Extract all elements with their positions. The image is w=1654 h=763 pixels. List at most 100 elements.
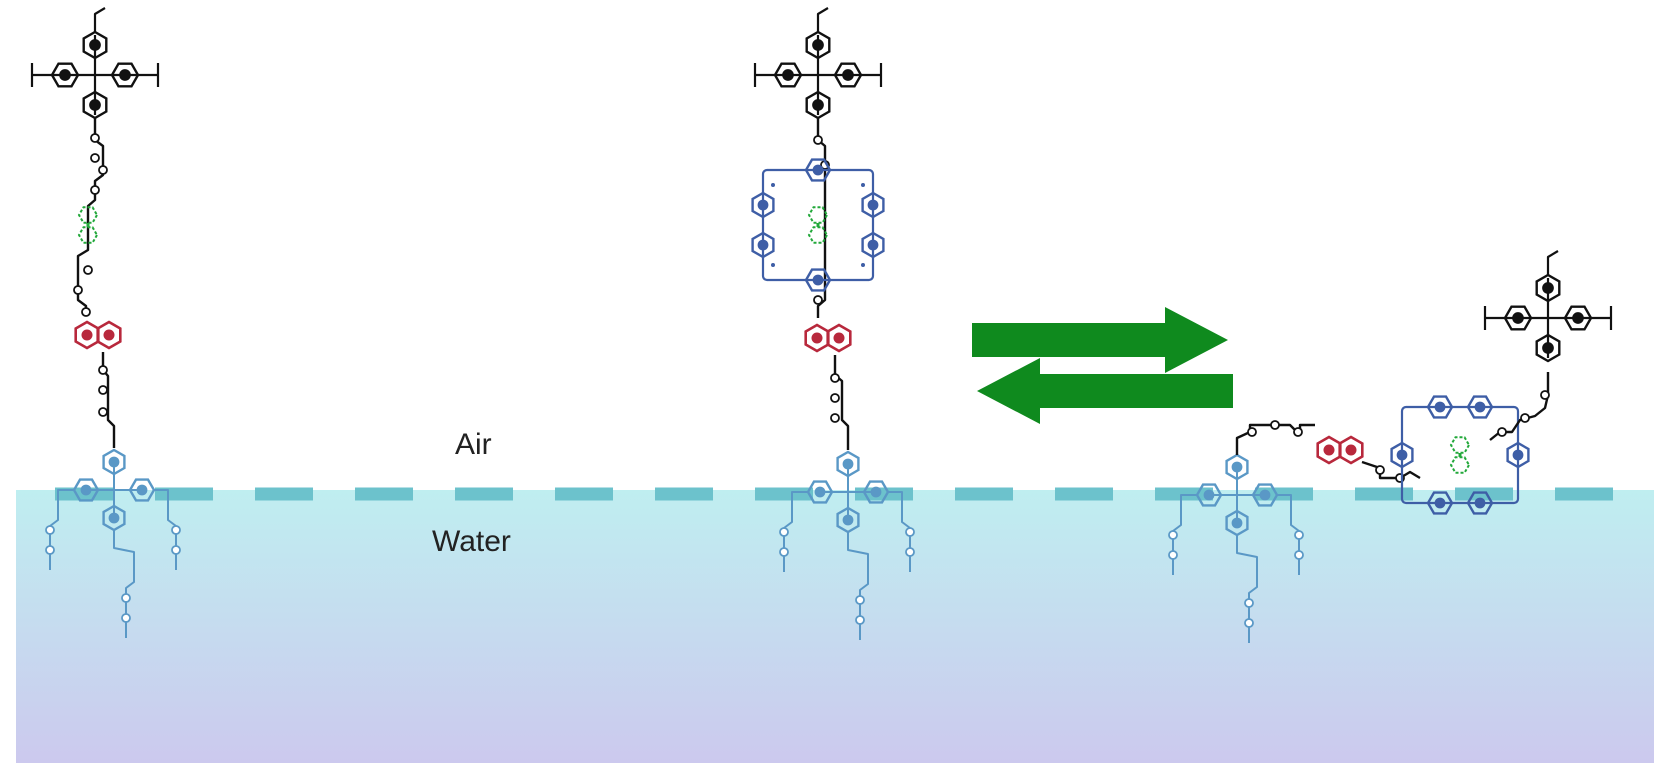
oxygen-atom: [813, 135, 823, 145]
phenyl-ring: [1251, 483, 1279, 507]
pyridinium-charge: [861, 183, 865, 187]
oxygen-atom: [121, 593, 131, 603]
cbpqt4-ring: [1390, 395, 1530, 515]
oxygen-atom: [73, 285, 83, 295]
oxygen-atom: [1294, 530, 1304, 540]
amphiphilic-tetraarylmethane-anchor: [779, 450, 915, 640]
oxygen-atom: [1168, 550, 1178, 560]
oxygen-atom: [1247, 427, 1257, 437]
phenyl-ring: [862, 480, 890, 504]
rotaxane-lying-ring-on-dnp: [1168, 250, 1613, 643]
phenyl-ring: [833, 62, 863, 88]
oligoether-chain: [1172, 494, 1197, 575]
tetraarylmethane-stopper: [1483, 250, 1613, 363]
tetraarylmethane-stopper: [753, 7, 883, 120]
oxygen-atom: [98, 407, 108, 417]
oxygen-atom: [1497, 427, 1507, 437]
bipyridinium-ring: [751, 191, 775, 219]
phenyl-ring: [102, 448, 126, 476]
oligoether-chain: [783, 491, 808, 572]
paraxylyl-ring: [1390, 441, 1414, 469]
oxygen-atom: [1540, 390, 1550, 400]
oxygen-atom: [45, 545, 55, 555]
oxygen-atom: [855, 595, 865, 605]
oxygen-atom: [905, 547, 915, 557]
bipyridinium-ring: [861, 231, 885, 259]
ethyl-group: [816, 7, 829, 32]
oxygen-atom: [813, 295, 823, 305]
oxygen-atom: [855, 615, 865, 625]
oxygen-atom: [121, 613, 131, 623]
dnp-station: [74, 320, 122, 350]
phenyl-ring: [805, 30, 831, 60]
oligoether-chain: [49, 489, 74, 570]
oxygen-atom: [45, 525, 55, 535]
oxygen-atom: [83, 265, 93, 275]
phenyl-ring: [1535, 273, 1561, 303]
phenyl-ring: [1535, 333, 1561, 363]
cbpqt4-ring: [751, 158, 885, 292]
oxygen-atom: [171, 545, 181, 555]
oxygen-atom: [90, 185, 100, 195]
oxygen-atom: [905, 527, 915, 537]
ethyl-group: [1546, 250, 1559, 275]
oxygen-atom: [171, 525, 181, 535]
arrow-left-icon: [977, 358, 1233, 424]
ttf-station: [77, 206, 99, 244]
equilibrium-arrows: [972, 307, 1233, 424]
amphiphilic-tetraarylmethane-anchor: [45, 448, 181, 638]
oxygen-atom: [830, 413, 840, 423]
chain-segment: [76, 118, 105, 316]
oligoether-chain: [154, 489, 177, 570]
amphiphilic-tetraarylmethane-anchor: [1168, 453, 1304, 643]
chain-segment: [1361, 460, 1421, 480]
chain-segment: [833, 355, 850, 450]
paraxylyl-ring: [804, 158, 832, 182]
chain-segment: [1235, 423, 1315, 455]
oxygen-atom: [1168, 530, 1178, 540]
tetraarylmethane-stopper: [30, 7, 160, 120]
oxygen-atom: [830, 393, 840, 403]
bipyridinium-ring: [861, 191, 885, 219]
ethyl-group: [93, 7, 106, 32]
bipyridinium-ring: [1466, 395, 1494, 419]
oxygen-atom: [81, 307, 91, 317]
oligoether-chain: [1277, 494, 1300, 575]
dnp-station: [1316, 435, 1364, 465]
pyridinium-charge: [861, 263, 865, 267]
bipyridinium-ring: [751, 231, 775, 259]
air-label: Air: [455, 428, 492, 461]
phenyl-ring: [82, 30, 108, 60]
oxygen-atom: [90, 153, 100, 163]
oxygen-atom: [1270, 420, 1280, 430]
rotaxane-vertical-ring-on-ttf: [751, 7, 915, 640]
bipyridinium-ring: [1426, 491, 1454, 515]
oxygen-atom: [1294, 550, 1304, 560]
arrow-right-icon: [972, 307, 1228, 373]
oxygen-atom: [98, 165, 108, 175]
oxygen-atom: [1375, 465, 1385, 475]
oxygen-atom: [90, 133, 100, 143]
ttf-station: [1449, 436, 1471, 474]
phenyl-ring: [1225, 453, 1249, 481]
oxygen-atom: [1293, 427, 1303, 437]
oxygen-atom: [98, 365, 108, 375]
pyridinium-charge: [771, 183, 775, 187]
paraxylyl-ring: [804, 268, 832, 292]
oxygen-atom: [1244, 598, 1254, 608]
bipyridinium-ring: [1426, 395, 1454, 419]
phenyl-ring: [110, 62, 140, 88]
paraxylyl-ring: [1506, 441, 1530, 469]
ttf-station: [807, 206, 829, 244]
water-label: Water: [432, 525, 511, 558]
phenyl-ring: [1563, 305, 1593, 331]
oxygen-atom: [830, 373, 840, 383]
oxygen-atom: [1520, 413, 1530, 423]
pyridinium-charge: [771, 263, 775, 267]
water-subphase: [16, 490, 1654, 763]
oxygen-atom: [98, 385, 108, 395]
phenyl-ring: [128, 478, 156, 502]
bipyridinium-ring: [1466, 491, 1494, 515]
oligoether-chain: [888, 491, 911, 572]
